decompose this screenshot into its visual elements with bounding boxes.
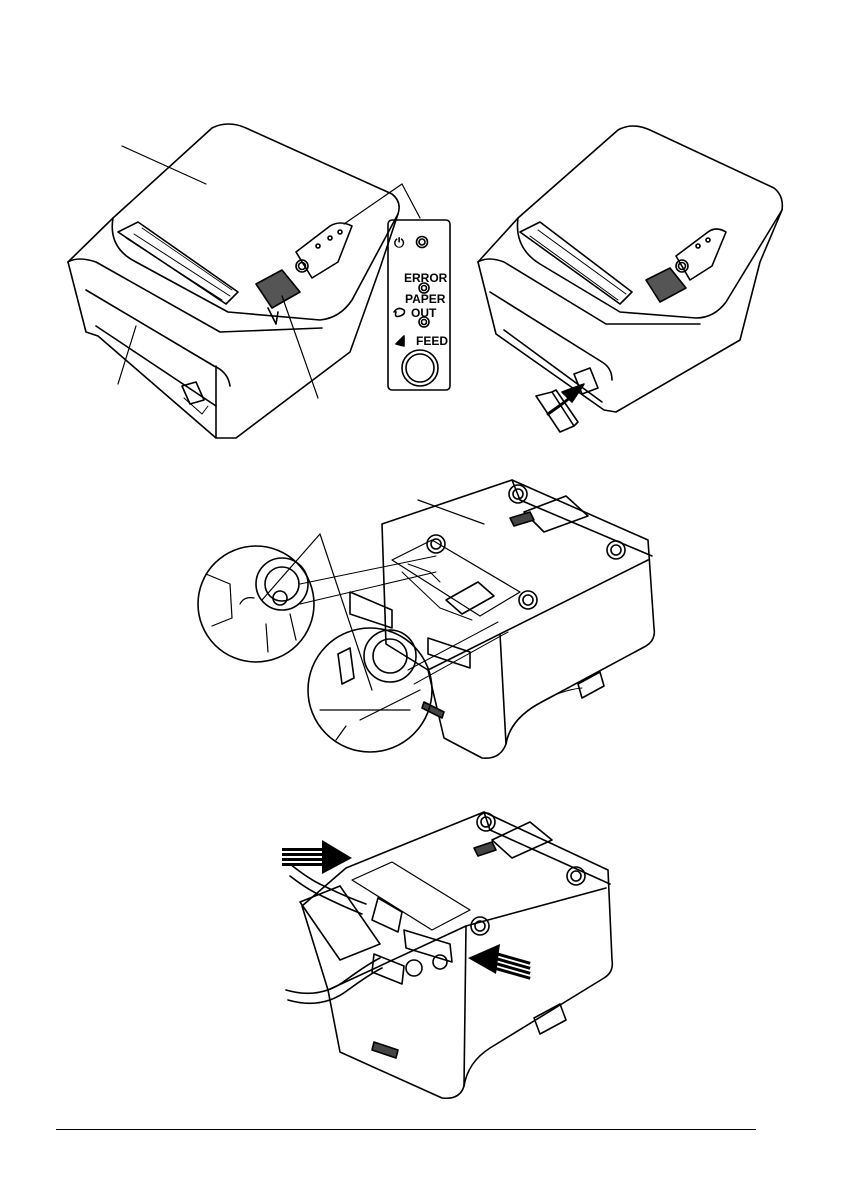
paper-out-icon — [393, 307, 406, 318]
power-icon: ⏻ — [394, 235, 405, 250]
insert-arrow-right — [468, 944, 531, 980]
out-label: OUT — [411, 306, 437, 320]
printer-front-figure — [67, 123, 421, 439]
paper-label: PAPER — [405, 292, 446, 306]
feed-icon — [395, 335, 405, 347]
printer-cable-figure — [282, 811, 614, 1100]
control-panel-detail — [387, 219, 451, 391]
feed-label: FEED — [416, 334, 449, 348]
insert-arrow-left — [282, 840, 352, 874]
error-label: ERROR — [404, 271, 448, 285]
printer-bottom-figure — [197, 479, 656, 760]
printer-cover-attach-figure — [477, 125, 784, 433]
insert-arrow-icon — [561, 383, 585, 403]
footer-rule — [56, 1129, 756, 1130]
